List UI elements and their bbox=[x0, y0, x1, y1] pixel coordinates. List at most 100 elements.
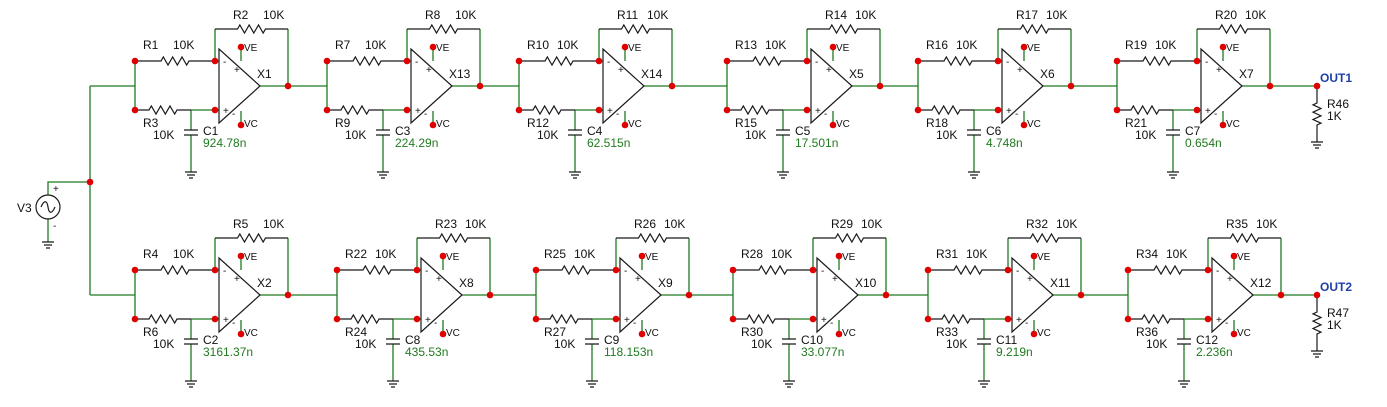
input-resistor-value: 10K bbox=[173, 247, 194, 261]
input-resistor bbox=[918, 55, 998, 67]
input-resistor bbox=[519, 55, 599, 67]
series-resistor-value: 10K bbox=[537, 128, 558, 142]
ground-symbol bbox=[978, 380, 990, 388]
opamp-symbol bbox=[1200, 47, 1243, 125]
input-resistor bbox=[135, 264, 215, 276]
series-resistor-ref: R15 bbox=[735, 116, 757, 130]
series-resistor-ref: R9 bbox=[335, 116, 351, 130]
feedback-resistor-value: 10K bbox=[263, 217, 284, 231]
feedback-resistor-value: 10K bbox=[1245, 8, 1266, 22]
junction-dot bbox=[1230, 330, 1238, 338]
input-resistor-value: 10K bbox=[771, 247, 792, 261]
junction-dot bbox=[1124, 266, 1132, 274]
junction-dot bbox=[612, 266, 620, 274]
capacitor-value: 0.654n bbox=[1185, 136, 1222, 150]
feedback-resistor bbox=[998, 23, 1071, 35]
junction-dot bbox=[131, 266, 139, 274]
junction-dot bbox=[532, 266, 540, 274]
junction-dot bbox=[515, 57, 523, 65]
load-resistor bbox=[1311, 86, 1323, 142]
opamp-ref-label: X9 bbox=[658, 276, 673, 290]
junction-dot bbox=[1113, 106, 1121, 114]
opamp-symbol bbox=[1001, 47, 1044, 125]
input-resistor-value: 10K bbox=[966, 247, 987, 261]
feedback-resistor-ref: R23 bbox=[435, 217, 457, 231]
series-resistor-ref: R30 bbox=[741, 325, 763, 339]
opamp-vc-minus: - bbox=[1015, 109, 1018, 120]
power-ve-label: VE bbox=[1037, 252, 1051, 263]
ground-symbol bbox=[1311, 141, 1323, 149]
load-resistor bbox=[1311, 295, 1323, 351]
junction-dot bbox=[595, 57, 603, 65]
series-resistor bbox=[727, 104, 783, 116]
power-ve-label: VE bbox=[446, 252, 460, 263]
input-resistor-ref: R34 bbox=[1136, 247, 1158, 261]
junction-dot bbox=[914, 106, 922, 114]
feedback-resistor-ref: R32 bbox=[1026, 217, 1048, 231]
junction-dot bbox=[809, 266, 817, 274]
input-resistor bbox=[1117, 55, 1197, 67]
junction-dot bbox=[1067, 82, 1075, 90]
junction-dot bbox=[809, 315, 817, 323]
series-resistor bbox=[733, 313, 789, 325]
capacitor-value: 2.236n bbox=[1196, 345, 1233, 359]
wire-layer bbox=[47, 29, 1317, 381]
input-resistor-value: 10K bbox=[956, 38, 977, 52]
opamp-vc-minus: - bbox=[424, 109, 427, 120]
capacitor bbox=[782, 338, 796, 345]
junction-dot bbox=[835, 252, 843, 260]
capacitor bbox=[776, 129, 790, 136]
feedback-resistor-value: 10K bbox=[855, 8, 876, 22]
junction-dot bbox=[1313, 291, 1321, 299]
feedback-resistor-ref: R2 bbox=[233, 8, 249, 22]
junction-dot bbox=[876, 82, 884, 90]
opamp-symbol bbox=[410, 47, 453, 125]
input-resistor-value: 10K bbox=[1155, 38, 1176, 52]
power-vc-label: VC bbox=[244, 119, 258, 130]
source-plus-pin: + bbox=[53, 184, 59, 195]
junction-dot bbox=[835, 330, 843, 338]
opamp-vc-minus: - bbox=[232, 109, 235, 120]
junction-dot bbox=[729, 266, 737, 274]
junction-dot bbox=[1204, 315, 1212, 323]
junction-dot bbox=[1004, 266, 1012, 274]
opamp-vc-minus: - bbox=[1025, 318, 1028, 329]
series-resistor bbox=[918, 104, 974, 116]
feedback-resistor-ref: R26 bbox=[634, 217, 656, 231]
opamp-ve-plus: + bbox=[1227, 274, 1233, 285]
capacitor bbox=[184, 338, 198, 345]
junction-dot bbox=[211, 57, 219, 65]
feedback-resistor-value: 10K bbox=[1046, 8, 1067, 22]
junction-dot bbox=[668, 82, 676, 90]
power-vc-label: VC bbox=[628, 119, 642, 130]
capacitor bbox=[967, 129, 981, 136]
opamp-ve-plus: + bbox=[234, 65, 240, 76]
feedback-resistor-value: 10K bbox=[647, 8, 668, 22]
capacitor-value: 3161.37n bbox=[203, 345, 253, 359]
junction-dot bbox=[237, 43, 245, 51]
junction-dot bbox=[403, 106, 411, 114]
junction-dot bbox=[803, 57, 811, 65]
junction-dot bbox=[829, 121, 837, 129]
series-resistor bbox=[135, 104, 191, 116]
power-vc-label: VC bbox=[1027, 119, 1041, 130]
ground-symbol bbox=[1167, 171, 1179, 179]
input-resistor-ref: R31 bbox=[936, 247, 958, 261]
source-minus-pin: - bbox=[53, 221, 56, 232]
ground-symbol bbox=[42, 241, 54, 249]
capacitor bbox=[568, 129, 582, 136]
opamp-plus-pin: + bbox=[223, 315, 229, 326]
junction-dot bbox=[439, 252, 447, 260]
junction-dot bbox=[1020, 43, 1028, 51]
feedback-resistor bbox=[1208, 232, 1281, 244]
junction-dot bbox=[638, 330, 646, 338]
ground-symbol bbox=[1311, 350, 1323, 358]
opamp-vc-minus: - bbox=[616, 109, 619, 120]
capacitor bbox=[977, 338, 991, 345]
opamp-symbol bbox=[602, 47, 645, 125]
junction-dot bbox=[237, 330, 245, 338]
feedback-resistor bbox=[616, 232, 689, 244]
input-resistor-ref: R13 bbox=[735, 38, 757, 52]
opamp-symbol bbox=[810, 47, 853, 125]
